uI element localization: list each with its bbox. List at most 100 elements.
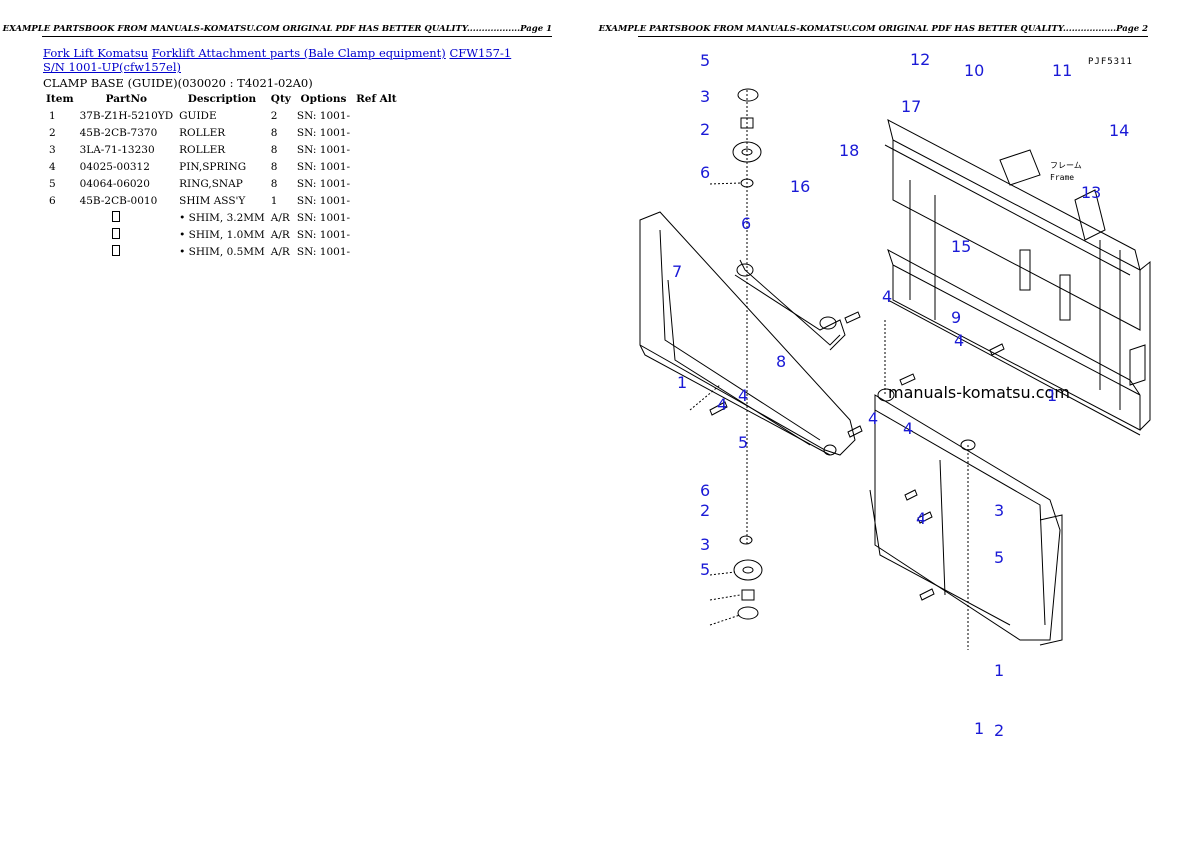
cell-refalt (353, 124, 400, 141)
cell-refalt (353, 192, 400, 209)
callout-label: 2 (700, 120, 711, 139)
table-row: • SHIM, 0.5MM A/R SN: 1001- (43, 243, 400, 260)
cell-options: SN: 1001- (296, 109, 351, 122)
cell-description: GUIDE (179, 109, 217, 122)
left-guide-drawing (639, 211, 856, 456)
cell-refalt (353, 209, 400, 226)
cell-description: • SHIM, 0.5MM (179, 245, 265, 258)
cell-partno: 37B-Z1H-5210YD (79, 109, 174, 122)
cell-item: 6 (49, 194, 56, 207)
cell-refalt (353, 141, 400, 158)
col-header-description: Description (187, 92, 257, 105)
drawing-ref-code: PJF5311 (1088, 57, 1133, 67)
callout-label: 5 (738, 433, 749, 452)
callout-label: 5 (700, 51, 711, 70)
callout-label: 12 (910, 50, 931, 69)
cell-description: SHIM ASS'Y (179, 194, 246, 207)
page-header-1-text: EXAMPLE PARTSBOOK FROM MANUALS-KOMATSU.C… (2, 24, 552, 34)
callout-label: 4 (868, 409, 879, 428)
cell-options: SN: 1001- (296, 228, 351, 241)
callout-label: 3 (700, 87, 711, 106)
cell-refalt (353, 243, 400, 260)
missing-glyph-icon (111, 244, 120, 256)
col-header-item: Item (46, 92, 74, 105)
cell-options: SN: 1001- (296, 194, 351, 207)
cell-partno (77, 243, 177, 260)
table-row: 4 04025-00312 PIN,SPRING 8 SN: 1001- (43, 158, 400, 175)
page-header-2-text: EXAMPLE PARTSBOOK FROM MANUALS-KOMATSU.C… (598, 24, 1148, 34)
table-row: 1 37B-Z1H-5210YD GUIDE 2 SN: 1001- (43, 107, 400, 124)
callout-label: 1 (677, 373, 688, 392)
table-row: • SHIM, 3.2MM A/R SN: 1001- (43, 209, 400, 226)
page-header-2: EXAMPLE PARTSBOOK FROM MANUALS-KOMATSU.C… (599, 24, 1148, 37)
col-header-options: Options (300, 92, 347, 105)
cell-partno: 04064-06020 (79, 177, 150, 190)
breadcrumb-link-model[interactable]: CFW157-1 S/N 1001-UP(cfw157el) (43, 46, 512, 74)
page-header-1: EXAMPLE PARTSBOOK FROM MANUALS-KOMATSU.C… (3, 24, 552, 37)
cell-description: ROLLER (179, 143, 226, 156)
callout-label: 5 (700, 560, 711, 579)
cell-options: SN: 1001- (296, 160, 351, 173)
breadcrumb: Fork Lift Komatsu Forklift Attachment pa… (43, 46, 523, 74)
breadcrumb-link-attachment[interactable]: Forklift Attachment parts (Bale Clamp eq… (151, 46, 446, 60)
col-header-refalt: Ref Alt (356, 92, 397, 105)
cell-options: SN: 1001- (296, 245, 351, 258)
cell-item (43, 226, 77, 243)
callout-label: 1 (1047, 386, 1058, 405)
cell-options: SN: 1001- (296, 211, 351, 224)
cell-item: 1 (49, 109, 56, 122)
parts-table: Item PartNo Description Qty Options Ref … (43, 90, 400, 260)
frame-label-jp: フレーム (1050, 161, 1082, 170)
cell-qty: A/R (270, 245, 290, 258)
cell-item (43, 209, 77, 226)
callout-label: 16 (790, 177, 811, 196)
cell-options: SN: 1001- (296, 143, 351, 156)
cell-item: 2 (49, 126, 56, 139)
leader-lines (689, 90, 969, 650)
callout-label: 10 (964, 61, 985, 80)
callout-label: 17 (901, 97, 922, 116)
callout-label: 14 (1109, 121, 1130, 140)
callout-label: 4 (916, 509, 927, 528)
table-row: 2 45B-2CB-7370 ROLLER 8 SN: 1001- (43, 124, 400, 141)
cell-partno: 45B-2CB-7370 (79, 126, 158, 139)
callout-label: 4 (954, 331, 965, 350)
callout-label: 3 (700, 535, 711, 554)
callout-label: 18 (839, 141, 860, 160)
cell-description: • SHIM, 3.2MM (179, 211, 265, 224)
right-guide-drawing (869, 388, 1063, 646)
breadcrumb-link-forklift[interactable]: Fork Lift Komatsu (43, 46, 149, 60)
callout-label: 7 (672, 262, 683, 281)
table-row: 6 45B-2CB-0010 SHIM ASS'Y 1 SN: 1001- (43, 192, 400, 209)
callout-label: 13 (1081, 183, 1102, 202)
cell-qty: A/R (270, 211, 290, 224)
callout-label: 4 (882, 287, 893, 306)
callout-label: 3 (994, 501, 1005, 520)
table-row: 3 3LA-71-13230 ROLLER 8 SN: 1001- (43, 141, 400, 158)
exploded-parts-diagram (639, 88, 1151, 650)
callout-label: 11 (1052, 61, 1073, 80)
cell-refalt (353, 226, 400, 243)
cell-qty: A/R (270, 228, 290, 241)
cell-description: RING,SNAP (179, 177, 243, 190)
callout-label: 4 (903, 419, 914, 438)
cell-partno: 04025-00312 (79, 160, 150, 173)
cell-options: SN: 1001- (296, 126, 351, 139)
cell-partno: 45B-2CB-0010 (79, 194, 158, 207)
cell-refalt (353, 107, 400, 124)
callout-label: 6 (700, 481, 711, 500)
cell-refalt (353, 158, 400, 175)
cell-item: 3 (49, 143, 56, 156)
callout-label: 6 (700, 163, 711, 182)
callout-label: 1 (974, 719, 985, 738)
cell-qty: 8 (270, 177, 278, 190)
callout-label: 2 (700, 501, 711, 520)
cell-partno (77, 209, 177, 226)
cell-qty: 1 (270, 194, 278, 207)
cell-item (43, 243, 77, 260)
cell-qty: 8 (270, 160, 278, 173)
callout-label: 6 (741, 214, 752, 233)
cell-item: 4 (49, 160, 56, 173)
cell-options: SN: 1001- (296, 177, 351, 190)
callout-label: 4 (738, 386, 749, 405)
